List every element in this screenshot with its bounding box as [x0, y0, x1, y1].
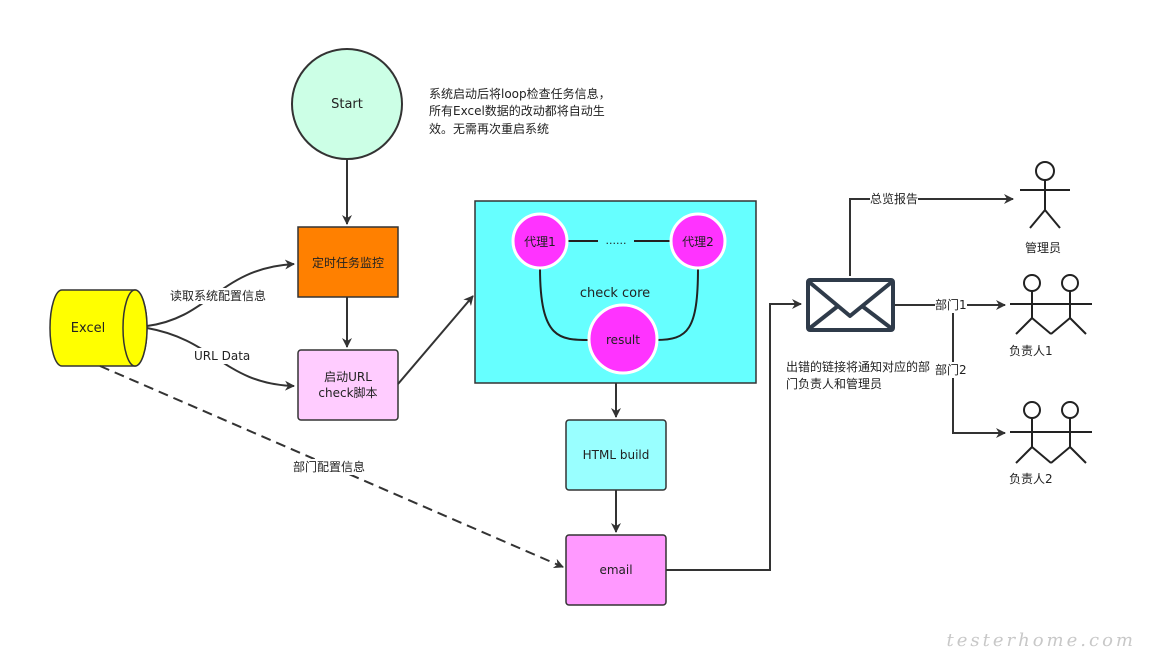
- edge-label-dept1: 部门1: [935, 297, 967, 314]
- edge-envelope-admin: [849, 194, 1014, 276]
- mail-envelope-icon[interactable]: [806, 278, 895, 332]
- timer-node[interactable]: [297, 226, 399, 298]
- edge-label-summary: 总览报告: [870, 191, 919, 208]
- edge-email-envelope: [666, 299, 802, 571]
- result-label: result: [606, 333, 640, 347]
- html-build-label: HTML build: [583, 448, 650, 462]
- proxy-dots: ......: [606, 234, 627, 247]
- admin-label: 管理员: [1025, 241, 1062, 255]
- proxy1-node[interactable]: [511, 212, 569, 270]
- owner1-label: 负责人1: [1009, 344, 1053, 358]
- owner2-actor-icon: [1010, 401, 1092, 464]
- excel-cap: [122, 289, 148, 367]
- edge-excel-email: [99, 365, 564, 569]
- edge-label-url-data: URL Data: [194, 348, 251, 365]
- check-core-label: check core: [580, 286, 650, 301]
- edge-envelope-owner2: [952, 305, 1006, 438]
- timer-label: 定时任务监控: [312, 255, 384, 270]
- proxy1-label: 代理1: [524, 235, 556, 249]
- launch-label-line1: 启动URL: [324, 370, 372, 384]
- core-flow-curve-right: [655, 267, 699, 341]
- proxy2-label: 代理2: [682, 235, 714, 249]
- note-loop-check: 系统启动后将loop检查任务信息，所有Excel数据的改动都将自动生效。无需再次…: [429, 87, 611, 136]
- result-node[interactable]: [587, 303, 659, 375]
- watermark: testerhome.com: [946, 630, 1136, 651]
- excel-label: Excel: [71, 321, 105, 336]
- edge-label-dept-config: 部门配置信息: [293, 459, 366, 476]
- owner2-label: 负责人2: [1009, 472, 1053, 486]
- proxy2-node[interactable]: [669, 212, 727, 270]
- core-flow-curve: [539, 267, 591, 341]
- start-label: Start: [331, 97, 363, 112]
- admin-actor-icon: [1020, 161, 1070, 229]
- edge-label-dept2: 部门2: [935, 362, 967, 379]
- email-label: email: [599, 563, 632, 577]
- edge-label-read-config: 读取系统配置信息: [170, 288, 267, 305]
- launch-node[interactable]: [297, 349, 399, 421]
- edge-launch-core: [397, 295, 474, 385]
- owner1-actor-icon: [1010, 274, 1092, 335]
- launch-label-line2: check脚本: [318, 385, 377, 400]
- note-email-notify: 出错的链接将通知对应的部门负责人和管理员: [786, 360, 931, 392]
